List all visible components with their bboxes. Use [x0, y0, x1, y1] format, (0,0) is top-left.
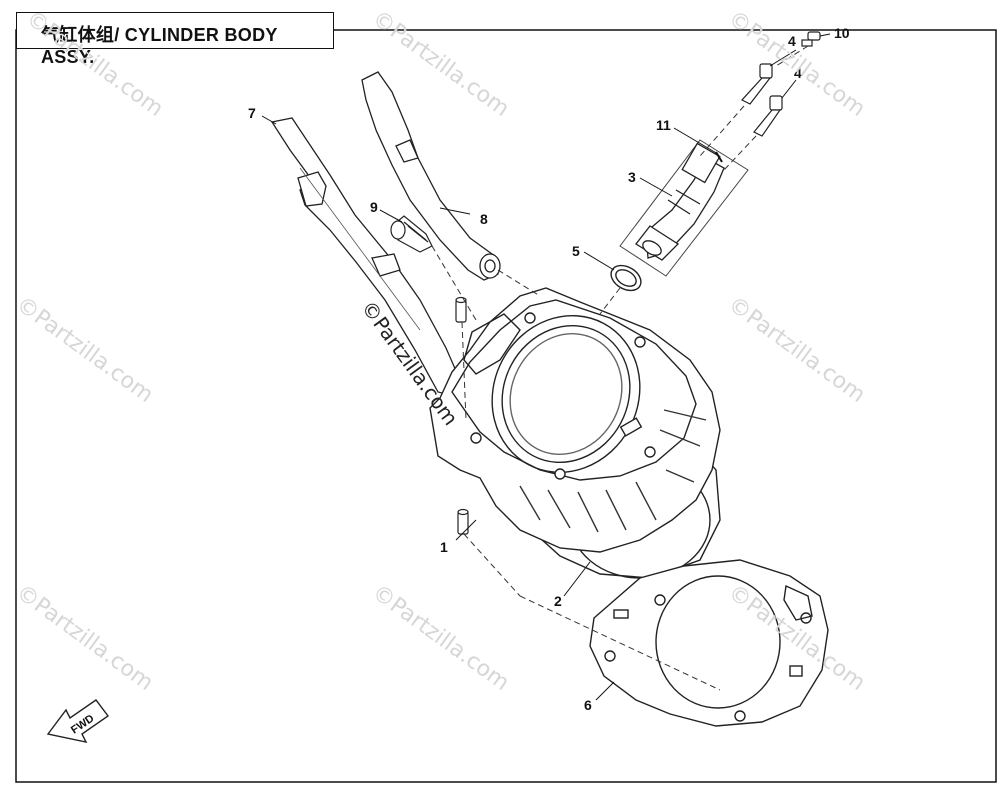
diagram-border	[15, 29, 997, 783]
callout-3: 3	[628, 169, 636, 185]
part-chain-guide	[270, 117, 461, 397]
callout-7: 7	[248, 105, 256, 121]
part-base-gasket	[589, 559, 829, 727]
callout-10: 10	[834, 25, 850, 41]
callout-9: 9	[370, 199, 378, 215]
part-pivot-bolt	[390, 215, 433, 253]
callout-1: 1	[440, 539, 448, 555]
diagram-title-box: 气缸体组/ CYLINDER BODY ASSY.	[16, 12, 334, 67]
fwd-arrow: FWD	[46, 699, 109, 743]
part-tensioner-guide	[361, 71, 501, 281]
diagram-title: 气缸体组/ CYLINDER BODY ASSY.	[41, 25, 278, 67]
part-chain-tensioner	[619, 139, 749, 277]
part-o-ring	[610, 264, 642, 292]
callout-4b: 4	[794, 65, 802, 81]
callout-5: 5	[572, 243, 580, 259]
leader-lines	[261, 33, 831, 701]
callout-2: 2	[554, 593, 562, 609]
part-cylinder-block	[429, 287, 721, 579]
callout-4a: 4	[788, 33, 796, 49]
callout-11: 11	[656, 117, 671, 133]
callout-numbers: 1 2 3 4 4 5 6 7 8 9 10 11	[248, 25, 850, 713]
part-bolts	[741, 63, 783, 137]
callout-6: 6	[584, 697, 592, 713]
callout-8: 8	[480, 211, 488, 227]
part-small-bolt	[801, 31, 821, 47]
